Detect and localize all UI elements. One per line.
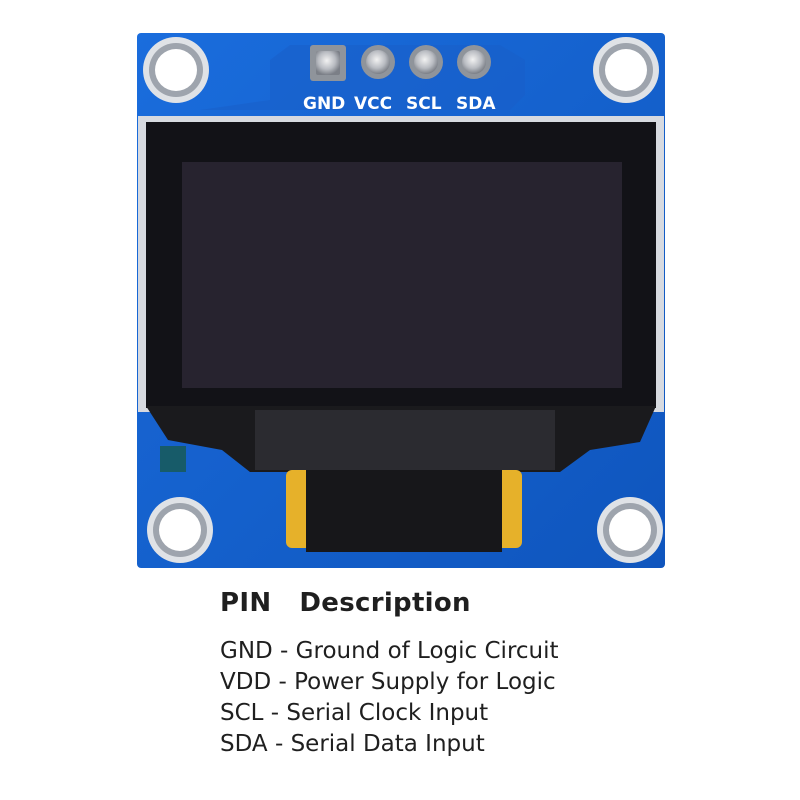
pin-sda: [462, 50, 486, 74]
silkscreen-label-vcc: VCC: [354, 94, 392, 114]
legend-row: GND - Ground of Logic Circuit: [220, 638, 559, 664]
legend-description: Power Supply for Logic: [294, 669, 556, 695]
silkscreen-label-sda: SDA: [456, 94, 496, 114]
legend-description: Serial Data Input: [290, 731, 485, 757]
silkscreen-labels: GND VCC SCL SDA: [303, 94, 496, 114]
silkscreen-label-scl: SCL: [406, 94, 442, 114]
legend-pin: GND: [220, 638, 273, 664]
display-screen: [182, 162, 622, 388]
legend-row: SCL - Serial Clock Input: [220, 700, 489, 726]
driver-chip: [255, 410, 555, 470]
oled-display: [138, 116, 664, 412]
pin-description-legend: PIN Description GND - Ground of Logic Cir…: [220, 588, 559, 760]
legend-pin: SCL: [220, 700, 264, 726]
flex-cable: [146, 406, 656, 552]
flex-cable-bottom: [306, 470, 502, 552]
pin-scl: [414, 50, 438, 74]
pcb-trace: [200, 45, 525, 110]
mounting-hole-bottom-left: [147, 497, 213, 563]
pin-vcc: [366, 50, 390, 74]
legend-col-pin: PIN: [220, 588, 272, 618]
legend-description: Serial Clock Input: [286, 700, 489, 726]
legend-header: PIN Description: [220, 588, 559, 618]
silkscreen-label-gnd: GND: [303, 94, 345, 114]
mounting-hole-top-left: [143, 37, 209, 103]
legend-pin: VDD: [220, 669, 272, 695]
legend-row: VDD - Power Supply for Logic: [220, 669, 556, 695]
legend-row: SDA - Serial Data Input: [220, 731, 485, 757]
pin-gnd: [316, 51, 340, 75]
header-pins: [310, 45, 491, 81]
mounting-hole-bottom-right: [597, 497, 663, 563]
legend-description: Ground of Logic Circuit: [295, 638, 559, 664]
legend-col-description: Description: [299, 588, 471, 618]
mounting-hole-top-right: [593, 37, 659, 103]
legend-pin: SDA: [220, 731, 268, 757]
pcb-pad: [160, 446, 186, 472]
